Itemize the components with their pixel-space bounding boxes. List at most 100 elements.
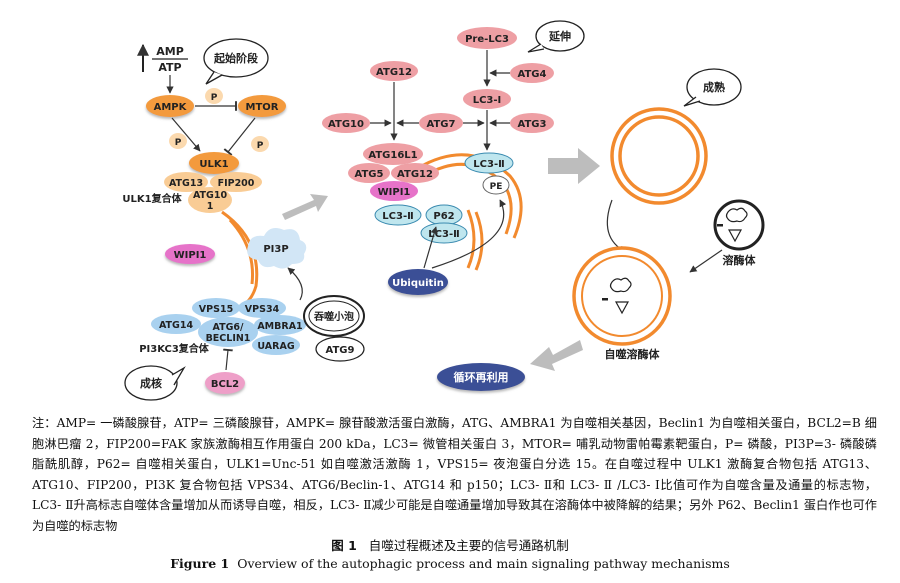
atg6-beclin1-node: ATG6/ BECLIN1: [198, 317, 258, 347]
vps34-label: VPS34: [245, 304, 280, 315]
lc3-ii-label-3: LC3-Ⅱ: [428, 229, 459, 240]
ubiquitin-node: Ubiquitin: [388, 269, 448, 295]
vps15-node: VPS15: [192, 298, 240, 318]
stage-arrow-3: [530, 340, 583, 371]
atg9-node: ATG9: [315, 336, 365, 362]
lc3-ii-label-1: LC3-Ⅱ: [473, 159, 504, 170]
atg14-label: ATG14: [159, 320, 194, 331]
atg7-node: ATG7: [419, 113, 463, 133]
atg6-label: ATG6/: [213, 322, 245, 333]
ambra1-node: AMBRA1: [254, 315, 306, 335]
atg12-top-label: ATG12: [376, 67, 412, 78]
atg5-label: ATG5: [355, 169, 384, 180]
atg10-label: ATG10: [328, 119, 364, 130]
mtor-inhibits-ulk1: [223, 117, 256, 156]
ulk1-complex-label: ULK1复合体: [122, 192, 182, 205]
bcl2-node: BCL2: [205, 372, 245, 394]
lc3-ii-node-3: LC3-Ⅱ: [420, 222, 468, 244]
atg16l1-node: ATG16L1: [363, 143, 423, 165]
phospho-node-2: P: [169, 133, 187, 149]
atg7-label: ATG7: [427, 119, 456, 130]
vps34-node: VPS34: [238, 298, 286, 318]
lysosome-fusion-arrow: [689, 249, 723, 273]
elongation-return-arrow: [431, 199, 507, 269]
ubiquitin-label: Ubiquitin: [392, 278, 444, 289]
ambra1-label: AMBRA1: [257, 321, 302, 332]
atg101-label-a: ATG10: [193, 190, 228, 201]
pi3kc3-to-pi3p-arrow: [287, 267, 303, 301]
maturation-label: 成熟: [703, 80, 725, 94]
ubiquitin-to-p62-arrow: [423, 226, 438, 269]
atg14-node: ATG14: [151, 314, 201, 334]
phospho-label-2: P: [175, 138, 182, 148]
atg12-top-node: ATG12: [370, 61, 418, 81]
fip200-label: FIP200: [218, 178, 255, 189]
ampk-label: AMPK: [154, 102, 188, 113]
pi3p-label: PI3P: [263, 244, 288, 255]
p62-label: P62: [433, 211, 454, 222]
mtor-label: MTOR: [246, 102, 279, 113]
lc3-ii-node-1: LC3-Ⅱ: [464, 152, 514, 174]
pi3p-cloud: PI3P: [247, 228, 307, 269]
phospho-label-3: P: [257, 141, 264, 151]
p62-node: P62: [425, 204, 463, 226]
lc3-i-label: LC3-Ⅰ: [473, 95, 502, 106]
phospho-label-1: P: [211, 93, 218, 103]
maturation-stage-bubble: 成熟: [683, 68, 742, 107]
atg12-node: ATG12: [391, 163, 439, 183]
ulk1-label: ULK1: [199, 159, 228, 170]
lc3-i-node: LC3-Ⅰ: [463, 89, 511, 109]
recycling-label: 循环再利用: [454, 370, 509, 384]
bcl2-inhibits-beclin1: [223, 348, 233, 371]
pre-lc3-node: Pre-LC3: [457, 27, 517, 49]
stage-arrow-1: [282, 194, 328, 220]
autophagy-diagram: AMP ATP 起始阶段 AMPK MTOR P P P ULK1 ATG13 …: [122, 20, 765, 401]
ampk-node: AMPK: [146, 95, 194, 117]
atg3-node: ATG3: [510, 113, 554, 133]
atg12-label: ATG12: [397, 169, 433, 180]
wipi1-node: WIPI1: [165, 244, 215, 264]
uvrag-label: UARAG: [257, 341, 294, 352]
lysosome-label: 溶酶体: [723, 253, 757, 267]
nucleation-stage-bubble: 成核: [124, 365, 186, 401]
figure-cn-title: 自噬过程概述及主要的信号通路机制: [368, 538, 569, 553]
atg3-label: ATG3: [518, 119, 547, 130]
ampk-to-ulk1-arrow: [171, 117, 201, 152]
autolysosome: [572, 246, 672, 346]
atp-label: ATP: [158, 61, 181, 74]
wipi1-label: WIPI1: [174, 250, 207, 261]
autophagosome: [610, 107, 708, 205]
amp-label: AMP: [156, 45, 184, 58]
figure-note: 注：AMP= 一磷酸腺苷，ATP= 三磷酸腺苷，AMPK= 腺苷酸激活蛋白激酶，…: [32, 416, 877, 533]
figure-caption-cn: 图 1 自噬过程概述及主要的信号通路机制: [0, 535, 900, 554]
nucleation-label: 成核: [140, 376, 162, 390]
figure-en-title: Overview of the autophagic process and m…: [237, 556, 730, 571]
atg4-label: ATG4: [518, 69, 547, 80]
lc3-ii-label-2: LC3-Ⅱ: [382, 211, 413, 222]
autolysosome-label: 自噬溶酶体: [605, 347, 661, 361]
atg16l1-label: ATG16L1: [368, 150, 417, 161]
initiation-stage-bubble: 起始阶段: [203, 38, 269, 85]
mtor-node: MTOR: [238, 95, 286, 117]
atg101-label-b: 1: [207, 201, 214, 212]
pre-lc3-label: Pre-LC3: [465, 34, 509, 45]
phospho-node-1: P: [205, 88, 223, 104]
lysosome: [713, 199, 765, 251]
initiation-label: 起始阶段: [213, 51, 258, 65]
stage-arrow-2: [548, 148, 600, 184]
wipi1-elongation-label: WIPI1: [378, 187, 411, 198]
recycling-node: 循环再利用: [437, 363, 525, 391]
vps15-label: VPS15: [199, 304, 233, 315]
atg9-label: ATG9: [326, 345, 355, 356]
figure-cn-label: 图 1: [331, 538, 357, 553]
beclin1-label: BECLIN1: [206, 333, 251, 344]
autophagosome-to-autolysosome-arrow: [606, 199, 627, 253]
atg10-node: ATG10: [322, 113, 370, 133]
phagophore-vesicle-label: 吞噬小泡: [314, 310, 354, 323]
pi3kc3-complex-label: PI3KC3复合体: [139, 342, 210, 355]
uvrag-node: UARAG: [252, 335, 300, 355]
elongation-stage-bubble: 延伸: [527, 20, 585, 53]
elongation-label: 延伸: [548, 29, 571, 43]
bcl2-label: BCL2: [211, 379, 239, 390]
